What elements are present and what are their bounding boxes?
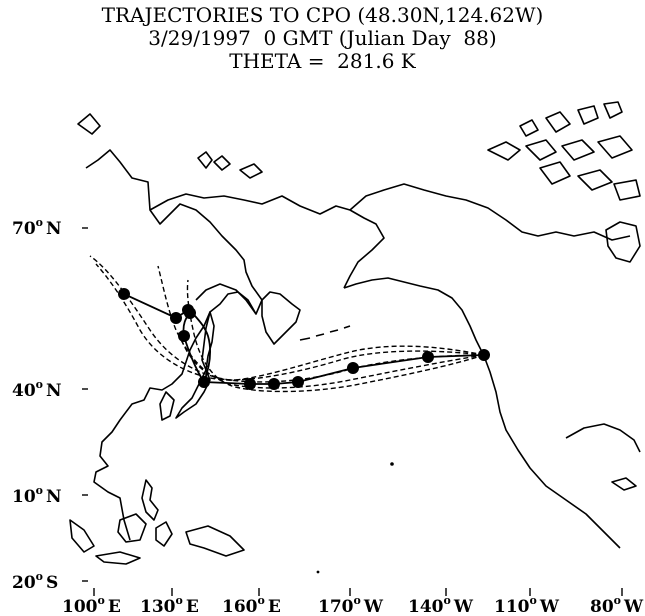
trajectory-markers (118, 288, 490, 390)
alaska-south-coast (343, 277, 621, 549)
aleutian-islands (299, 325, 351, 341)
trajectories (89, 255, 485, 393)
map-title: TRAJECTORIES TO CPO (48.30N,124.62W) 3/2… (0, 4, 645, 94)
okhotsk-coast (195, 283, 257, 315)
y-ticks (82, 227, 88, 582)
arctic-island-5 (487, 141, 521, 161)
arctic-island-7 (561, 139, 595, 161)
arctic-island-10 (577, 169, 613, 191)
marker-12 (118, 288, 130, 300)
marker-8 (178, 330, 190, 342)
marker-6 (244, 378, 256, 390)
marker-cpo-origin (478, 349, 490, 361)
marker-7 (198, 376, 210, 388)
kamchatka (261, 291, 301, 345)
new-guinea (185, 525, 245, 557)
severnaya-island-1 (197, 151, 213, 169)
severnaya-island-2 (213, 155, 231, 171)
philippines (141, 479, 159, 521)
arctic-island-9 (539, 161, 571, 185)
borneo (117, 513, 147, 543)
sulawesi (155, 521, 173, 547)
asia-coastline (85, 149, 263, 541)
gulf-coast (565, 423, 641, 453)
siberia-arctic-coast (149, 193, 385, 289)
cuba (611, 477, 637, 491)
title-line-2: 3/29/1997 0 GMT (Julian Day 88) (148, 26, 497, 50)
x-ticks (93, 588, 623, 596)
marker-10 (182, 304, 194, 316)
arctic-island-2 (545, 111, 571, 133)
arctic-island-6 (525, 139, 557, 161)
marker-3 (347, 362, 359, 374)
trajectory-4 (186, 279, 485, 393)
arctic-island-8 (597, 135, 633, 159)
alaska-coast (349, 183, 631, 241)
marker-5 (268, 378, 280, 390)
trajectory-1 (89, 255, 485, 383)
trajectory-branch (191, 311, 211, 383)
trajectory-5 (177, 329, 485, 381)
java (95, 551, 141, 565)
marker-2 (422, 351, 434, 363)
novosibirsk-islands (239, 163, 263, 179)
arctic-island-1 (519, 119, 539, 137)
title-line-1: TRAJECTORIES TO CPO (48.30N,124.62W) (101, 3, 544, 27)
marker-4 (292, 376, 304, 388)
sumatra (69, 519, 95, 553)
hudson-bay (605, 221, 641, 263)
pacific-dot (316, 570, 320, 574)
arctic-island-11 (613, 179, 641, 201)
title-line-3: THETA = 281.6 K (229, 49, 416, 73)
korea (159, 391, 175, 421)
marker-11 (170, 312, 182, 324)
coastlines (69, 101, 641, 574)
sakhalin (201, 311, 215, 371)
trajectory-2 (95, 263, 485, 381)
hawaii-dot (390, 462, 394, 466)
novaya-zemlya (77, 113, 101, 135)
arctic-island-3 (577, 105, 599, 125)
arctic-island-4 (603, 101, 623, 119)
